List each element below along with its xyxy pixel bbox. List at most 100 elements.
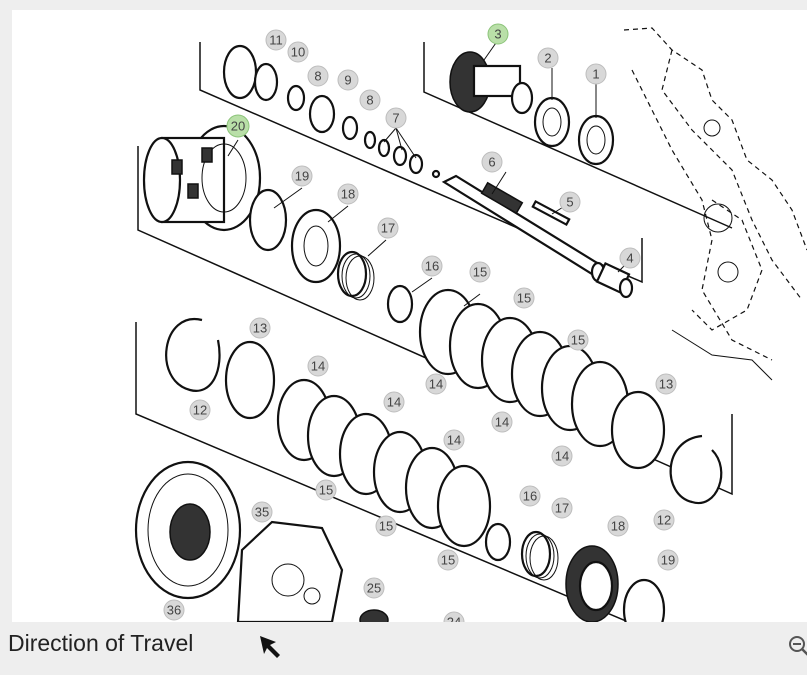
svg-text:14: 14 xyxy=(387,395,401,410)
svg-text:4: 4 xyxy=(626,251,633,266)
svg-text:8: 8 xyxy=(366,93,373,108)
part-18-piston-b xyxy=(565,545,619,622)
callout-12b[interactable]: 12 xyxy=(653,509,675,531)
part-4-bushing xyxy=(595,261,634,299)
callout-8b[interactable]: 8 xyxy=(359,89,381,111)
callout-15d[interactable]: 15 xyxy=(315,479,337,501)
callout-6[interactable]: 6 xyxy=(481,151,503,173)
svg-text:2: 2 xyxy=(544,51,551,66)
callout-4[interactable]: 4 xyxy=(619,247,641,269)
callout-18b[interactable]: 18 xyxy=(607,515,629,537)
callout-14d[interactable]: 14 xyxy=(425,373,447,395)
svg-text:13: 13 xyxy=(659,377,673,392)
callout-24[interactable]: 24 xyxy=(443,611,465,623)
callout-15f[interactable]: 15 xyxy=(437,549,459,571)
callout-15e[interactable]: 15 xyxy=(375,515,397,537)
group-frame-upper-left xyxy=(199,42,643,284)
callout-8a[interactable]: 8 xyxy=(307,65,329,87)
svg-text:19: 19 xyxy=(295,169,309,184)
svg-text:10: 10 xyxy=(291,45,305,60)
callout-14f[interactable]: 14 xyxy=(551,445,573,467)
callout-17a[interactable]: 17 xyxy=(377,217,399,239)
part-19-snap-ring-b xyxy=(622,578,666,622)
callout-36[interactable]: 36 xyxy=(163,599,185,621)
svg-text:17: 17 xyxy=(381,221,395,236)
svg-text:9: 9 xyxy=(344,73,351,88)
part-10-ring xyxy=(253,62,279,102)
callout-14b[interactable]: 14 xyxy=(383,391,405,413)
group-frame-upper-right xyxy=(423,42,733,229)
svg-text:15: 15 xyxy=(319,483,333,498)
svg-text:12: 12 xyxy=(657,513,671,528)
callout-14e[interactable]: 14 xyxy=(491,411,513,433)
callout-16a[interactable]: 16 xyxy=(421,255,443,277)
callout-19b[interactable]: 19 xyxy=(657,549,679,571)
svg-text:19: 19 xyxy=(661,553,675,568)
part-7-seal-rings xyxy=(363,130,441,179)
direction-arrow-icon xyxy=(260,636,280,658)
callout-19a[interactable]: 19 xyxy=(291,165,313,187)
callout-7[interactable]: 7 xyxy=(385,107,407,129)
part-9-bearing xyxy=(308,94,336,134)
svg-text:13: 13 xyxy=(253,321,267,336)
part-16-retainer xyxy=(386,284,414,324)
clutch-pack-lower xyxy=(224,340,492,548)
callout-15c[interactable]: 15 xyxy=(567,329,589,351)
leader-lines xyxy=(227,39,627,307)
callout-25[interactable]: 25 xyxy=(363,577,385,599)
part-3-drive-gear xyxy=(449,51,534,115)
svg-text:15: 15 xyxy=(379,519,393,534)
exploded-view-drawing: 1 2 3 4 5 6 7 8 8 9 10 11 12 12 13 13 14… xyxy=(134,23,807,623)
svg-text:18: 18 xyxy=(341,187,355,202)
callout-9[interactable]: 9 xyxy=(337,69,359,91)
callout-14c[interactable]: 14 xyxy=(443,429,465,451)
svg-text:6: 6 xyxy=(488,155,495,170)
callout-18a[interactable]: 18 xyxy=(337,183,359,205)
svg-text:14: 14 xyxy=(447,433,461,448)
part-25-component xyxy=(359,609,389,622)
callout-20[interactable]: 20 xyxy=(226,114,250,138)
callout-13a[interactable]: 13 xyxy=(249,317,271,339)
callout-16b[interactable]: 16 xyxy=(519,485,541,507)
callout-11[interactable]: 11 xyxy=(265,29,287,51)
svg-text:1: 1 xyxy=(592,67,599,82)
callout-14a[interactable]: 14 xyxy=(307,355,329,377)
callout-2[interactable]: 2 xyxy=(537,47,559,69)
callout-13b[interactable]: 13 xyxy=(655,373,677,395)
parts-diagram: 1 2 3 4 5 6 7 8 8 9 10 11 12 12 13 13 14… xyxy=(12,10,807,622)
part-19-snap-ring xyxy=(248,188,288,252)
callout-3[interactable]: 3 xyxy=(487,23,509,45)
callout-5[interactable]: 5 xyxy=(559,191,581,213)
svg-text:17: 17 xyxy=(555,501,569,516)
svg-text:7: 7 xyxy=(392,111,399,126)
part-35-housing xyxy=(236,520,344,622)
callout-15a[interactable]: 15 xyxy=(469,261,491,283)
svg-text:14: 14 xyxy=(311,359,325,374)
svg-text:8: 8 xyxy=(314,69,321,84)
callout-1[interactable]: 1 xyxy=(585,63,607,85)
svg-text:5: 5 xyxy=(566,195,573,210)
svg-text:25: 25 xyxy=(367,581,381,596)
group-frame-lower xyxy=(135,322,631,622)
part-36-disc xyxy=(134,460,242,600)
svg-text:35: 35 xyxy=(255,505,269,520)
part-12-snap-ring-right xyxy=(669,434,723,505)
svg-text:24: 24 xyxy=(447,615,461,623)
part-8-washer-b xyxy=(341,115,359,141)
part-2-bearing xyxy=(533,96,571,148)
callout-17b[interactable]: 17 xyxy=(551,497,573,519)
part-17-spring-b xyxy=(520,530,559,581)
direction-of-travel-label: Direction of Travel xyxy=(8,630,194,656)
part-5-key xyxy=(531,199,571,227)
svg-text:18: 18 xyxy=(611,519,625,534)
zoom-icon[interactable] xyxy=(787,634,807,656)
part-11-snap-ring xyxy=(222,44,258,100)
callout-10[interactable]: 10 xyxy=(287,41,309,63)
svg-text:3: 3 xyxy=(494,27,501,42)
callout-12a[interactable]: 12 xyxy=(189,399,211,421)
callout-15b[interactable]: 15 xyxy=(513,287,535,309)
svg-text:15: 15 xyxy=(473,265,487,280)
part-16-retainer-b xyxy=(484,522,512,562)
callout-35[interactable]: 35 xyxy=(251,501,273,523)
transmission-housing xyxy=(623,27,807,381)
